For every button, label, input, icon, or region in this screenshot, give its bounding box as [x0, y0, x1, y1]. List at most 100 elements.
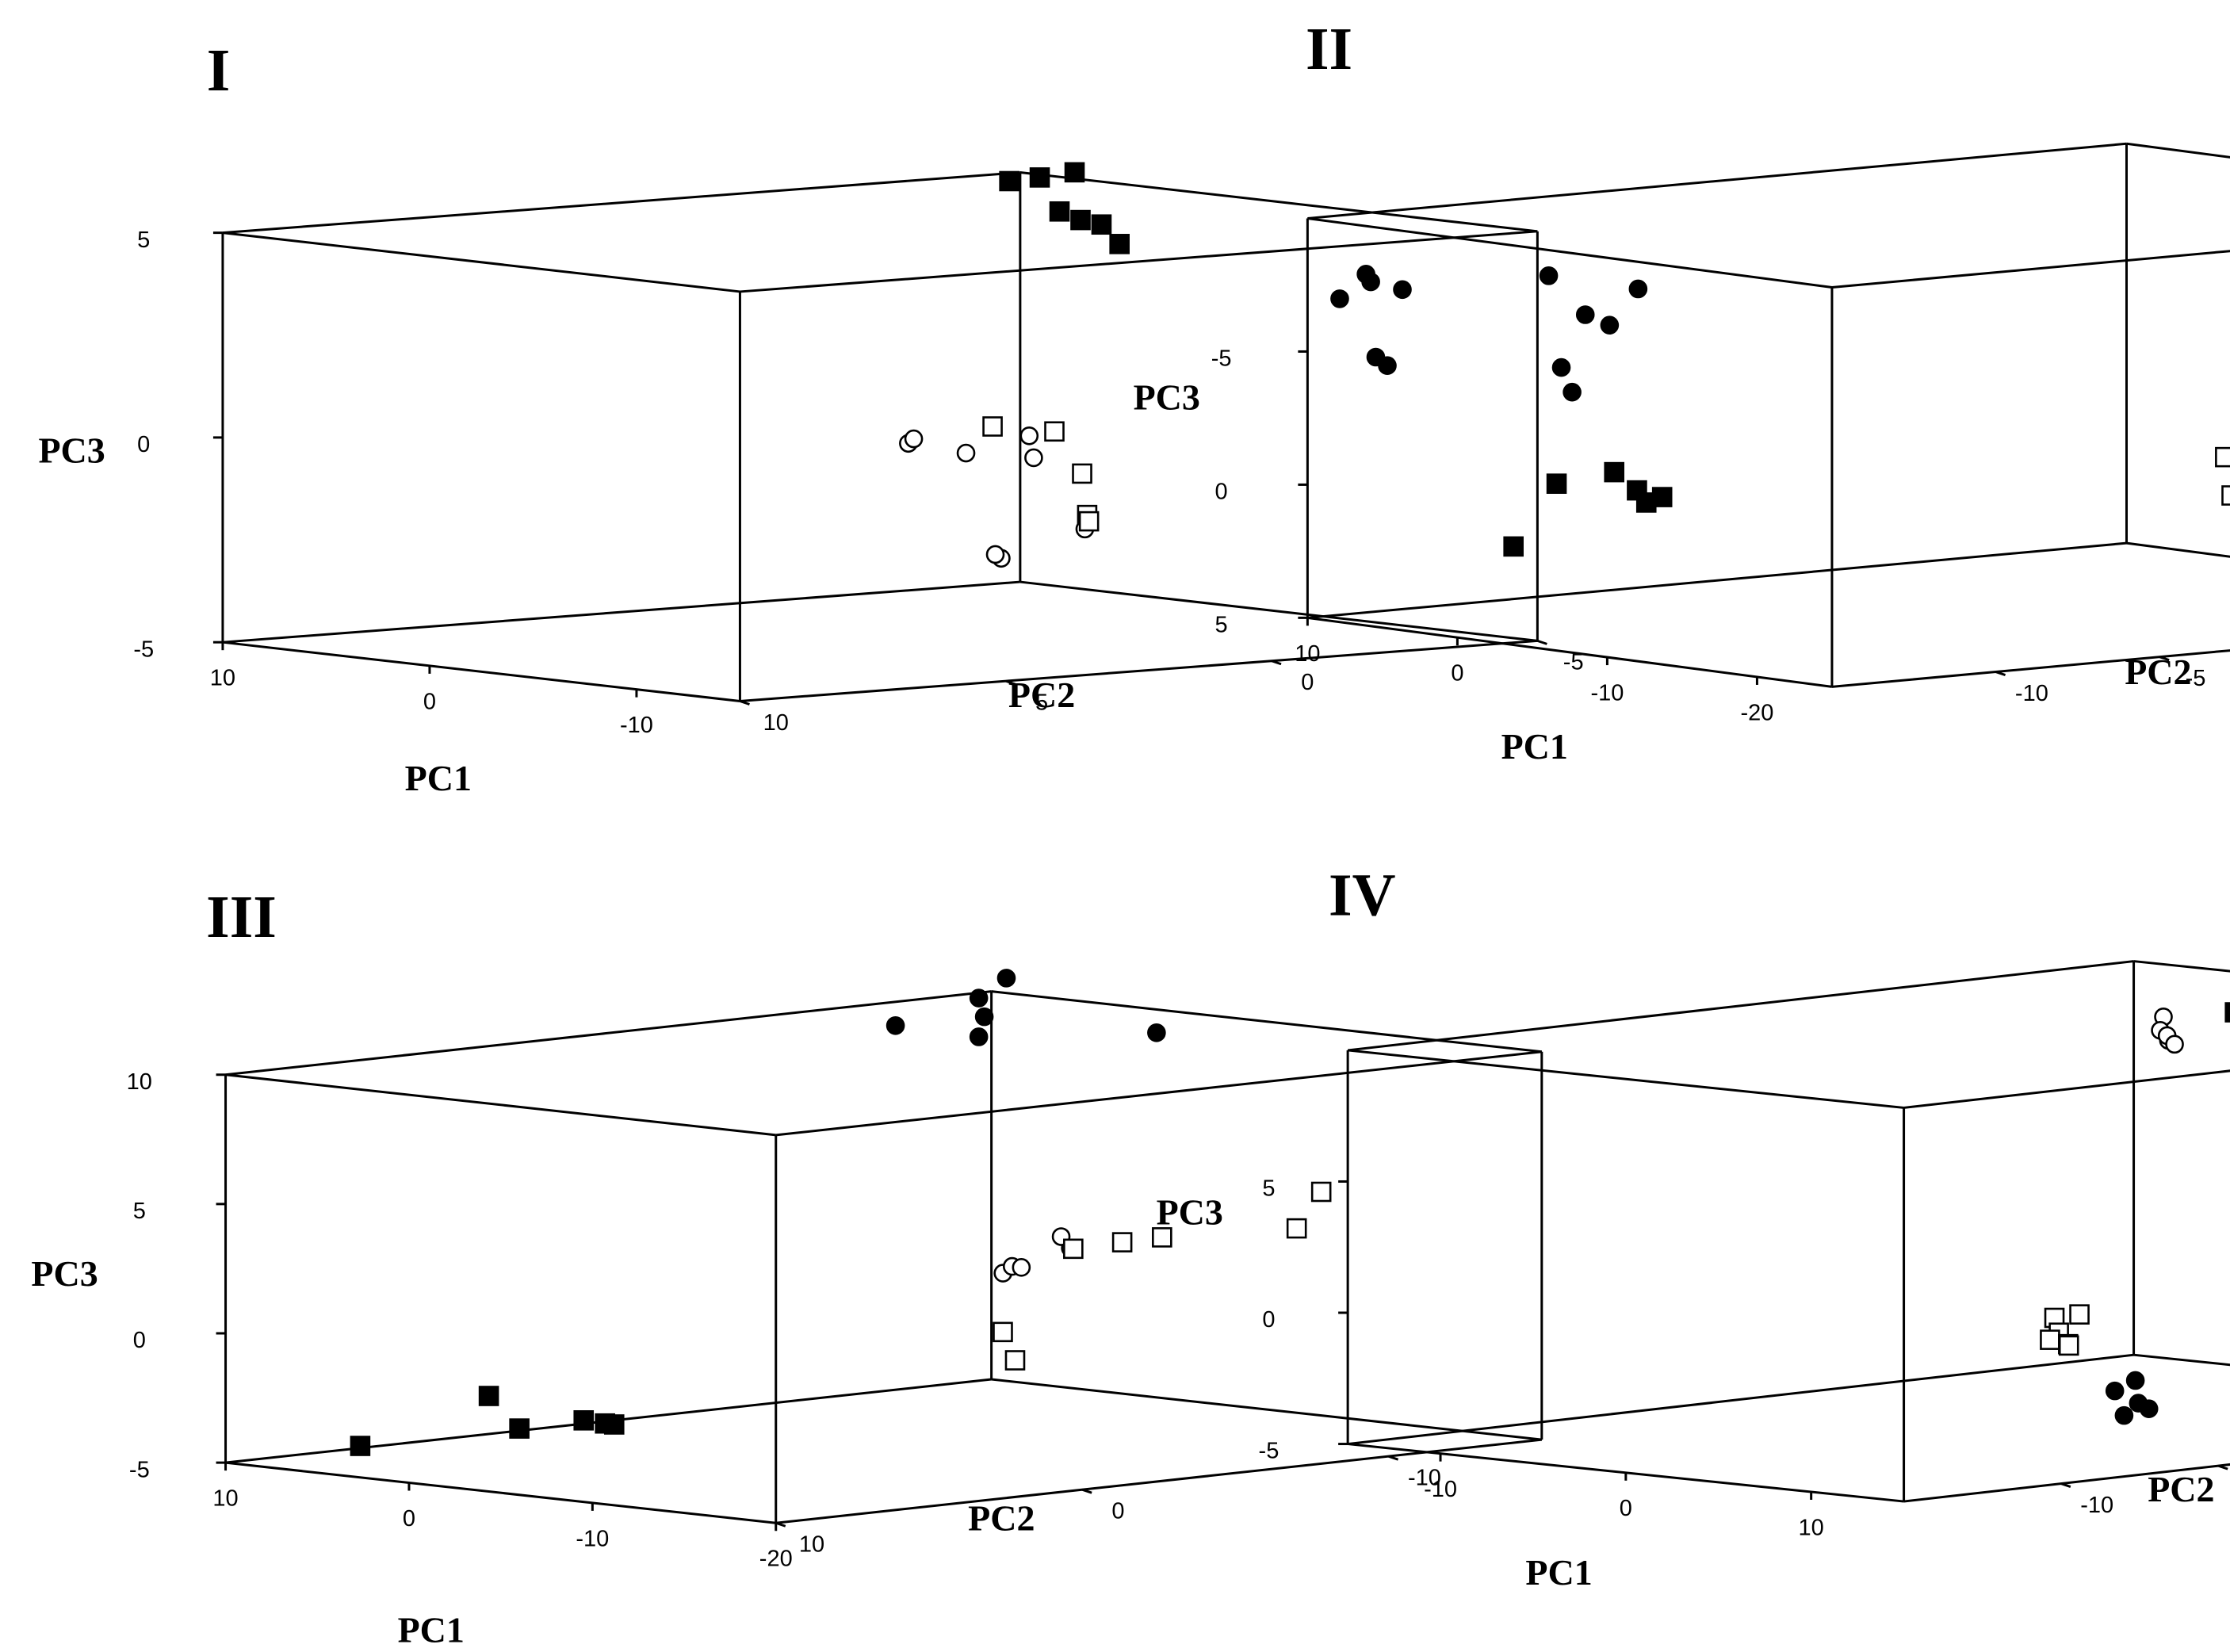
box-edge — [1903, 1463, 2230, 1503]
box-edge — [775, 1438, 1542, 1524]
filled-square-point — [573, 1410, 595, 1431]
point-group-4 — [982, 416, 1100, 532]
x-axis-title: PC1 — [1501, 726, 1568, 767]
filled-square-point — [478, 1386, 499, 1406]
box-edge — [991, 1378, 1542, 1441]
z-tick-label: 5 — [1215, 613, 1228, 638]
point-group-4 — [2215, 446, 2230, 506]
filled-square-point — [999, 170, 1019, 192]
box-edge — [991, 990, 1542, 1054]
box-edge — [1903, 1069, 2230, 1109]
filled-circle-point — [2114, 1405, 2134, 1425]
bounding-box — [221, 171, 1539, 702]
x-tick-label: 0 — [1451, 661, 1463, 686]
open-square-point — [1044, 421, 1065, 442]
filled-square-point — [1091, 214, 1112, 235]
x-axis-title: PC1 — [1525, 1552, 1592, 1593]
filled-square-point — [509, 1418, 530, 1439]
box-edge — [2133, 960, 2230, 973]
z-tick-label: 5 — [137, 228, 150, 253]
filled-circle-point — [969, 989, 989, 1008]
z-tick-label: 5 — [1262, 1176, 1275, 1202]
open-square-point — [2058, 1335, 2079, 1356]
filled-square-point — [1503, 536, 1524, 557]
y-tick-label: 0 — [1111, 1498, 1124, 1524]
y-tick-label: 10 — [799, 1532, 824, 1558]
filled-square-point — [2224, 1002, 2230, 1023]
filled-square-point — [1604, 461, 1625, 483]
open-circle-point — [1019, 426, 1039, 446]
filled-circle-point — [2139, 1399, 2159, 1419]
box-edge — [222, 580, 1020, 644]
filled-circle-point — [885, 1015, 905, 1035]
y-tick-label: 5 — [1035, 690, 1048, 715]
filled-circle-point — [1539, 266, 1559, 285]
x-tick-label: -10 — [1590, 680, 1624, 706]
filled-square-point — [1064, 162, 1085, 183]
open-square-point — [1152, 1227, 1172, 1248]
x-tick-label: 10 — [1799, 1515, 1824, 1540]
y-tick-mark — [2060, 1482, 2071, 1489]
open-circle-point — [1024, 448, 1043, 468]
box-edge — [2133, 1353, 2230, 1367]
box-edge — [1019, 580, 1538, 642]
open-square-point — [1286, 1218, 1307, 1239]
box-edge — [1347, 1353, 2134, 1446]
y-tick-mark — [775, 1521, 786, 1528]
point-group-4 — [2040, 1304, 2090, 1356]
box-edge — [1307, 616, 1833, 688]
filled-circle-point — [1551, 358, 1571, 377]
z-tick-label: -5 — [129, 1457, 150, 1482]
x-axis-title: PC1 — [398, 1610, 465, 1650]
y-tick-mark — [1081, 1488, 1092, 1494]
point-group-2 — [2105, 1371, 2159, 1425]
box-edge — [740, 230, 1538, 293]
point-group-3 — [899, 426, 1095, 568]
box-edge — [1347, 960, 2134, 1052]
box-edge — [225, 990, 992, 1076]
z-tick-label: 0 — [137, 432, 150, 457]
filled-square-point — [1546, 473, 1567, 494]
point-group-1 — [2224, 1002, 2230, 1023]
x-tick-label: 0 — [423, 689, 436, 714]
box-edge — [740, 639, 1538, 702]
open-square-point — [982, 416, 1003, 437]
open-square-point — [993, 1321, 1013, 1343]
open-square-point — [1111, 1232, 1133, 1252]
x-tick-label: -10 — [576, 1526, 609, 1551]
y-tick-label: -5 — [2186, 666, 2206, 691]
x-tick-label: -20 — [759, 1547, 793, 1572]
y-tick-mark — [2159, 656, 2170, 662]
y-tick-label: -10 — [2080, 1493, 2113, 1518]
z-tick-label: 5 — [133, 1199, 146, 1224]
z-axis-title: PC3 — [31, 1253, 98, 1294]
box-edge — [1019, 171, 1538, 233]
point-group-1 — [1503, 461, 1673, 557]
filled-circle-point — [1563, 382, 1582, 402]
box-edge — [1831, 250, 2230, 289]
open-square-point — [1072, 463, 1092, 484]
open-circle-point — [2165, 1034, 2184, 1054]
y-tick-label: 10 — [763, 710, 789, 736]
y-tick-mark — [1005, 679, 1016, 686]
filled-circle-point — [1393, 280, 1412, 300]
panel-label: I — [207, 37, 231, 104]
filled-circle-point — [1575, 305, 1595, 324]
point-group-4 — [993, 1181, 1332, 1371]
y-tick-label: -10 — [1408, 1465, 1441, 1490]
box-edge — [1347, 1049, 1904, 1109]
y-axis-title: PC2 — [1008, 675, 1075, 715]
open-square-point — [1004, 1350, 1026, 1371]
x-tick-label: 10 — [1295, 641, 1320, 667]
open-square-point — [2221, 485, 2230, 506]
point-group-2 — [885, 969, 1166, 1046]
y-tick-mark — [739, 700, 750, 706]
filled-circle-point — [1600, 315, 1620, 335]
z-tick-label: -5 — [133, 637, 154, 662]
y-tick-mark — [1388, 1455, 1399, 1461]
filled-circle-point — [2105, 1381, 2125, 1401]
